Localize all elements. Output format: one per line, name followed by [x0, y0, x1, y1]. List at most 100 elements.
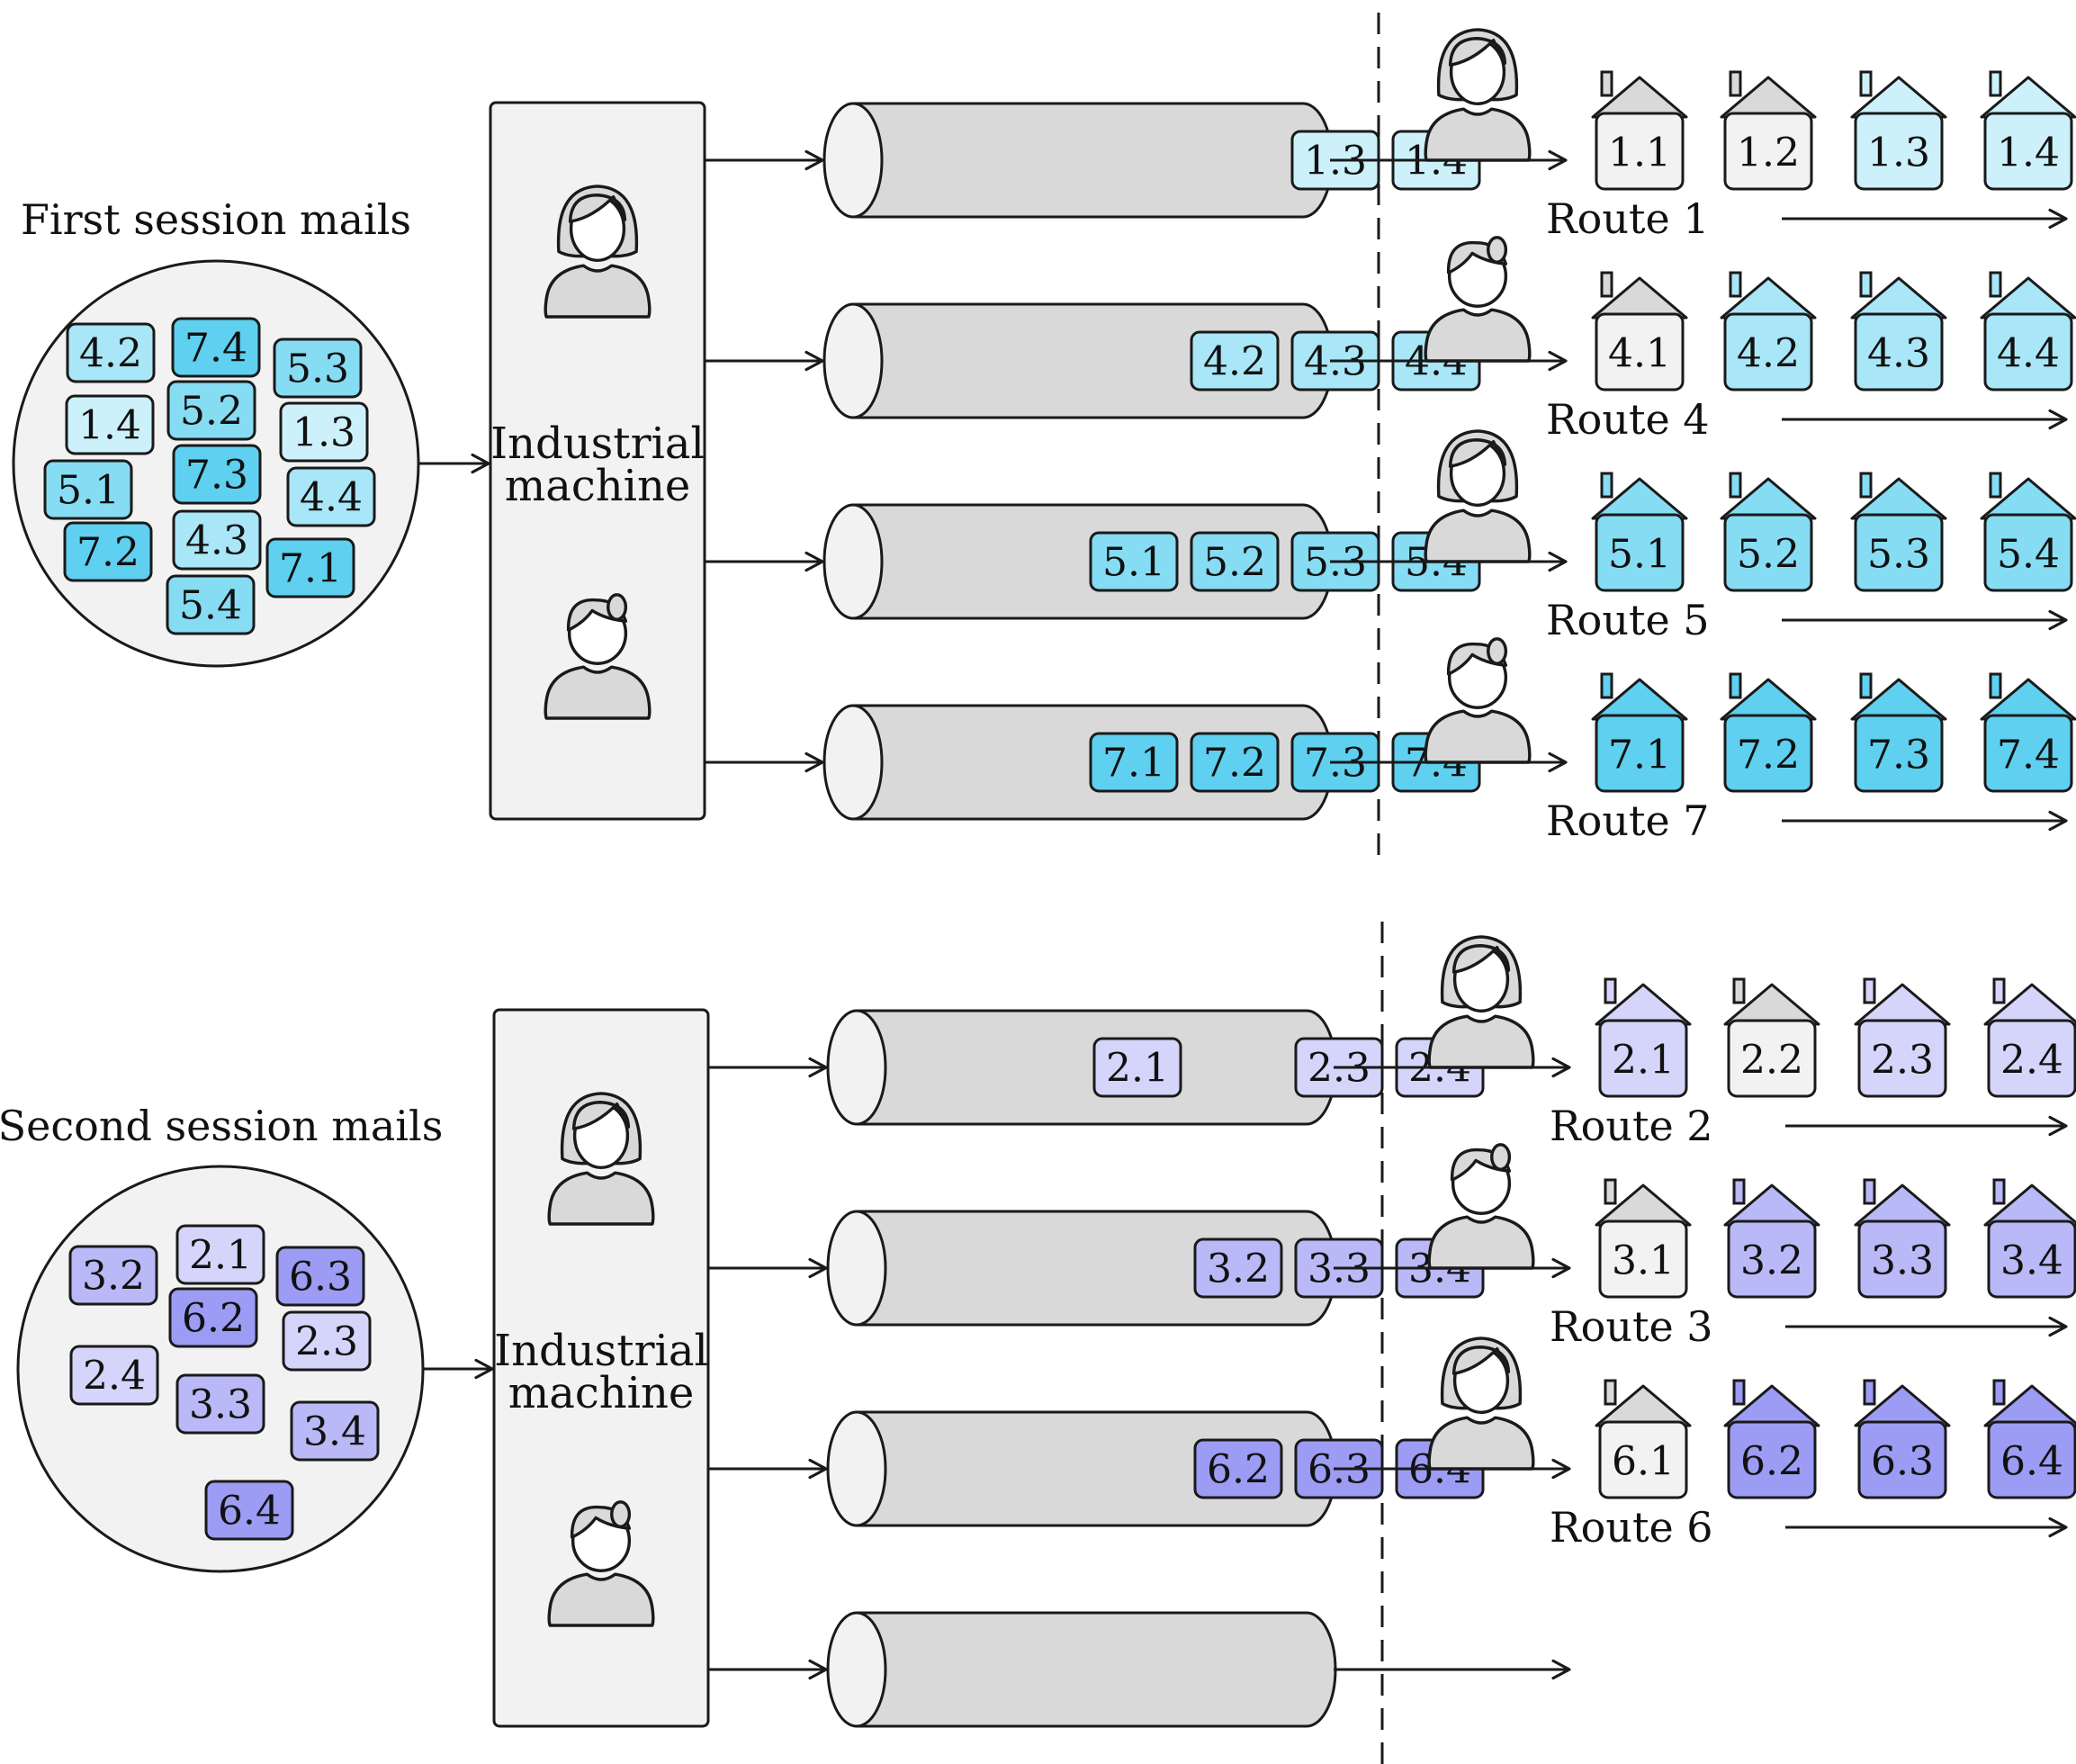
mail-label: 6.3 — [289, 1255, 352, 1300]
mail-box — [43, 459, 133, 520]
mail-label: 7.2 — [1203, 741, 1266, 787]
house-body — [1857, 1220, 1947, 1299]
house: 7.2 — [1720, 672, 1817, 793]
pool-mail: 3.2 — [68, 1245, 158, 1306]
pool-mail: 2.3 — [282, 1310, 372, 1372]
pool-mail: 7.1 — [265, 537, 355, 598]
fringe — [571, 1101, 631, 1130]
house-label: 7.4 — [1997, 733, 2060, 778]
house-body — [1857, 1420, 1947, 1499]
house-body — [1987, 1220, 2076, 1299]
conveyor-end — [826, 1410, 887, 1527]
chimney — [1859, 672, 1873, 699]
mail-label: 6.4 — [218, 1489, 281, 1534]
house-body — [1595, 312, 1685, 392]
pool-mail: 3.3 — [175, 1373, 265, 1435]
house-label: 5.4 — [1997, 532, 2060, 578]
mail-box — [265, 537, 355, 598]
house-body — [1598, 1019, 1688, 1098]
male-worker-person-icon — [1424, 637, 1532, 764]
conveyor-tube — [826, 1611, 1337, 1728]
female-worker-person-icon — [1424, 429, 1532, 563]
male-worker-person-icon — [547, 1500, 655, 1627]
house-label: 4.2 — [1737, 331, 1800, 377]
house-body — [1987, 1019, 2076, 1098]
house-label: 3.1 — [1612, 1238, 1675, 1284]
conveyor-end — [822, 302, 884, 419]
torso — [1424, 508, 1532, 563]
house-label: 2.3 — [1871, 1038, 1934, 1084]
mail-label: 1.3 — [292, 410, 355, 456]
conveyor-mail: 7.2 — [1190, 732, 1280, 793]
house-body — [1723, 513, 1813, 592]
male-worker-person-icon — [1427, 1143, 1535, 1270]
mail-box — [273, 338, 363, 399]
mail-label: 5.1 — [1102, 540, 1165, 586]
mail-label: 4.2 — [1203, 339, 1266, 385]
house-label: 6.2 — [1740, 1439, 1803, 1485]
hair-bun — [1487, 637, 1508, 665]
mail-label: 2.3 — [295, 1319, 358, 1365]
house: 4.4 — [1980, 271, 2076, 392]
house: 1.2 — [1720, 70, 1817, 191]
house-label: 2.4 — [2000, 1038, 2063, 1084]
pool-mail: 5.4 — [166, 574, 256, 635]
female-worker-person-icon — [1424, 28, 1532, 162]
house: 5.2 — [1720, 472, 1817, 592]
mail-label: 7.2 — [76, 530, 139, 576]
house-label: 3.2 — [1740, 1238, 1803, 1284]
pool-mail: 6.4 — [204, 1480, 294, 1541]
route-label: Route 6 — [1550, 1503, 1713, 1552]
house-body — [1854, 714, 1944, 793]
torso — [1427, 1215, 1535, 1270]
pool-mail: 6.2 — [168, 1287, 258, 1348]
mail-box — [166, 574, 256, 635]
house: 2.4 — [1983, 977, 2076, 1098]
torso — [547, 1171, 655, 1226]
chimney — [1604, 977, 1617, 1004]
chimney — [1992, 1178, 2006, 1205]
chimney — [1732, 977, 1746, 1004]
pool-mail: 1.4 — [65, 394, 155, 455]
machine-label: machine — [505, 461, 691, 511]
mail-label: 5.1 — [57, 468, 120, 514]
mail-label: 7.3 — [185, 453, 248, 499]
fringe — [1451, 1346, 1511, 1375]
mail-label: 7.1 — [1102, 741, 1165, 787]
house: 1.1 — [1591, 70, 1688, 191]
house: 3.1 — [1595, 1178, 1692, 1299]
torso — [1424, 709, 1532, 764]
chimney — [1600, 70, 1613, 97]
mail-label: 1.4 — [78, 403, 141, 449]
chimney — [1989, 672, 2002, 699]
house-label: 1.1 — [1608, 130, 1671, 176]
conveyor-mail: 5.1 — [1089, 531, 1179, 592]
house: 5.3 — [1850, 472, 1947, 592]
mail-box — [1190, 330, 1280, 392]
house-label: 5.3 — [1867, 532, 1930, 578]
house-label: 7.2 — [1737, 733, 1800, 778]
pool-mail: 4.3 — [172, 509, 262, 571]
chimney — [1992, 1379, 2006, 1406]
pool-mail: 5.1 — [43, 459, 133, 520]
house: 4.3 — [1850, 271, 1947, 392]
industrial-machine — [489, 101, 706, 821]
house: 3.2 — [1723, 1178, 1820, 1299]
conveyor-mail: 3.2 — [1193, 1238, 1283, 1299]
house-body — [1723, 714, 1813, 793]
house: 6.1 — [1595, 1379, 1692, 1499]
mail-box — [69, 1345, 159, 1406]
house: 3.4 — [1983, 1178, 2076, 1299]
house-label: 6.3 — [1871, 1439, 1934, 1485]
hair-bun — [1490, 1143, 1512, 1171]
house-body — [1727, 1019, 1817, 1098]
house: 7.3 — [1850, 672, 1947, 793]
route-label: Route 5 — [1546, 596, 1710, 644]
conveyor-mail: 2.1 — [1092, 1037, 1182, 1098]
female-worker-person-icon — [547, 1092, 655, 1226]
